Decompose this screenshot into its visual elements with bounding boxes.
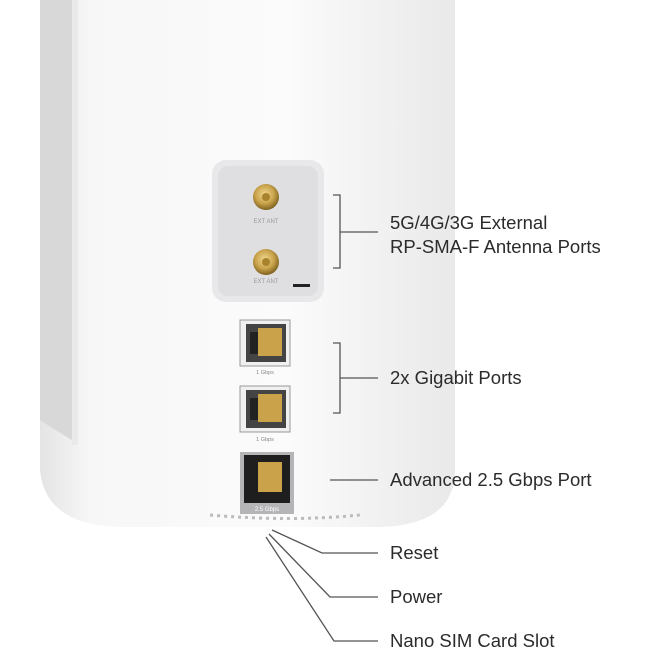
antenna-port-1	[253, 184, 279, 210]
gigabit-bracket	[333, 342, 378, 414]
callout-lines	[265, 194, 378, 642]
ethernet-port-2-5g	[240, 452, 294, 514]
antenna-port-2	[253, 249, 279, 275]
reset-callout: Reset	[390, 542, 439, 563]
reset-line	[271, 529, 378, 554]
power-line	[268, 533, 378, 598]
advanced-port-callout: Advanced 2.5 Gbps Port	[390, 469, 592, 490]
bottom-vent	[209, 513, 361, 520]
antenna-bracket	[333, 194, 378, 269]
sim-callout: Nano SIM Card Slot	[390, 630, 555, 650]
ext-ant-label: EXT ANT	[254, 279, 279, 285]
antenna-callout: 5G/4G/3G External RP-SMA-F Antenna Ports	[390, 211, 601, 259]
power-callout: Power	[390, 586, 443, 607]
port-speed-label: 1 Gbps	[256, 437, 274, 443]
ext-ant-label: EXT ANT	[254, 219, 279, 225]
ethernet-port-1	[239, 319, 291, 367]
ethernet-port-2	[239, 385, 291, 433]
antenna-callout-line2: RP-SMA-F Antenna Ports	[390, 236, 601, 257]
gigabit-callout: 2x Gigabit Ports	[390, 367, 522, 388]
led-slot	[293, 284, 310, 287]
antenna-callout-line1: 5G/4G/3G External	[390, 212, 548, 233]
antenna-recess-inner	[218, 166, 318, 296]
router-side-panel	[40, 0, 72, 440]
sim-line	[265, 536, 378, 642]
port-speed-label: 1 Gbps	[256, 370, 274, 376]
port-speed-label: 2.5 Gbps	[255, 507, 279, 513]
side-panel-edge	[72, 0, 78, 445]
